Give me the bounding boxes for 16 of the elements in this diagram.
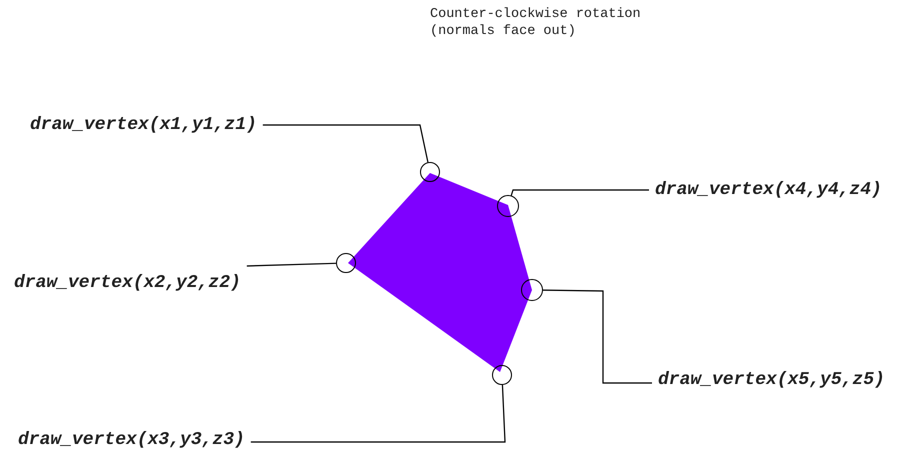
vertex-circle xyxy=(492,365,512,385)
title: Counter-clockwise rotation (normals face out) xyxy=(430,6,642,40)
function-call-label: draw_vertex(x3,y3,z3) xyxy=(18,430,245,450)
vertex-circle xyxy=(521,279,543,301)
vertex-circle xyxy=(497,195,519,217)
leader-line xyxy=(250,384,506,443)
function-call-label: draw_vertex(x4,y4,z4) xyxy=(655,180,882,200)
vertex-circle xyxy=(420,162,440,182)
leader-line xyxy=(262,124,428,162)
leader-line xyxy=(246,262,336,267)
vertex-circle xyxy=(336,253,356,273)
function-call-label: draw_vertex(x2,y2,z2) xyxy=(14,273,241,293)
function-call-label: draw_vertex(x5,y5,z5) xyxy=(658,370,885,390)
leader-line xyxy=(510,189,649,196)
leader-line xyxy=(543,290,652,384)
function-call-label: draw_vertex(x1,y1,z1) xyxy=(30,115,257,135)
